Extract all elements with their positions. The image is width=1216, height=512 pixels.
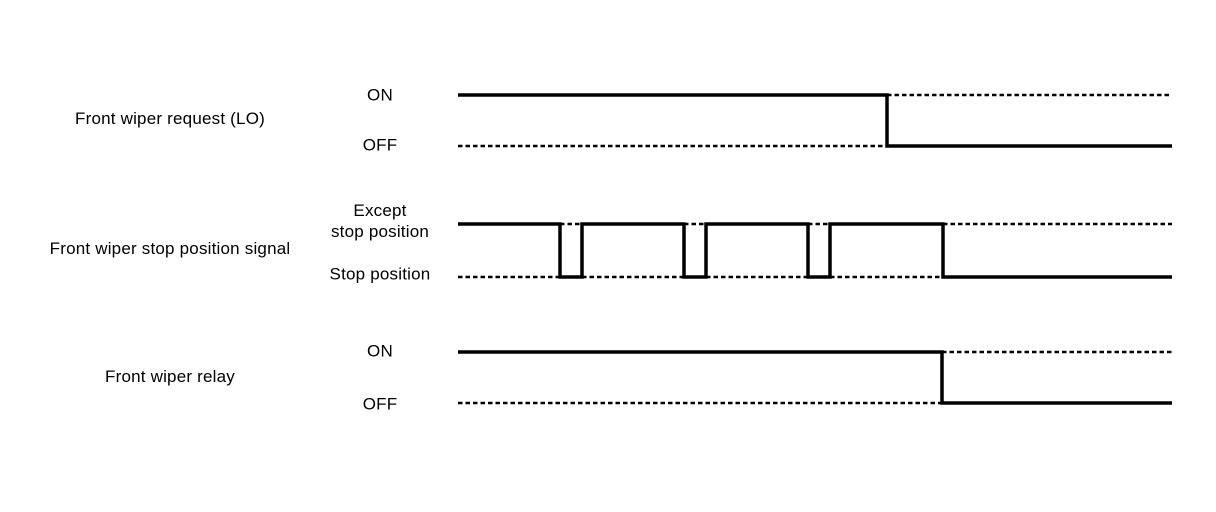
level-label-request-on: ON: [367, 85, 393, 105]
level-label-stop-position: Stop position: [329, 264, 431, 284]
signal-trace-front-wiper-relay: [458, 350, 1172, 405]
signal-trace-front-wiper-stop-position-signal: [458, 222, 1172, 279]
signal-label-front-wiper-relay: Front wiper relay: [105, 367, 235, 386]
signal-label-front-wiper-request-lo: Front wiper request (LO): [75, 109, 265, 128]
level-label-relay-on: ON: [367, 341, 393, 361]
level-label-except-stop-position: Except stop position: [330, 201, 430, 241]
signal-trace-front-wiper-request-lo: [458, 93, 1172, 148]
signal-label-front-wiper-stop-position-signal: Front wiper stop position signal: [49, 239, 291, 258]
level-label-request-off: OFF: [362, 135, 398, 155]
level-label-relay-off: OFF: [362, 394, 398, 414]
